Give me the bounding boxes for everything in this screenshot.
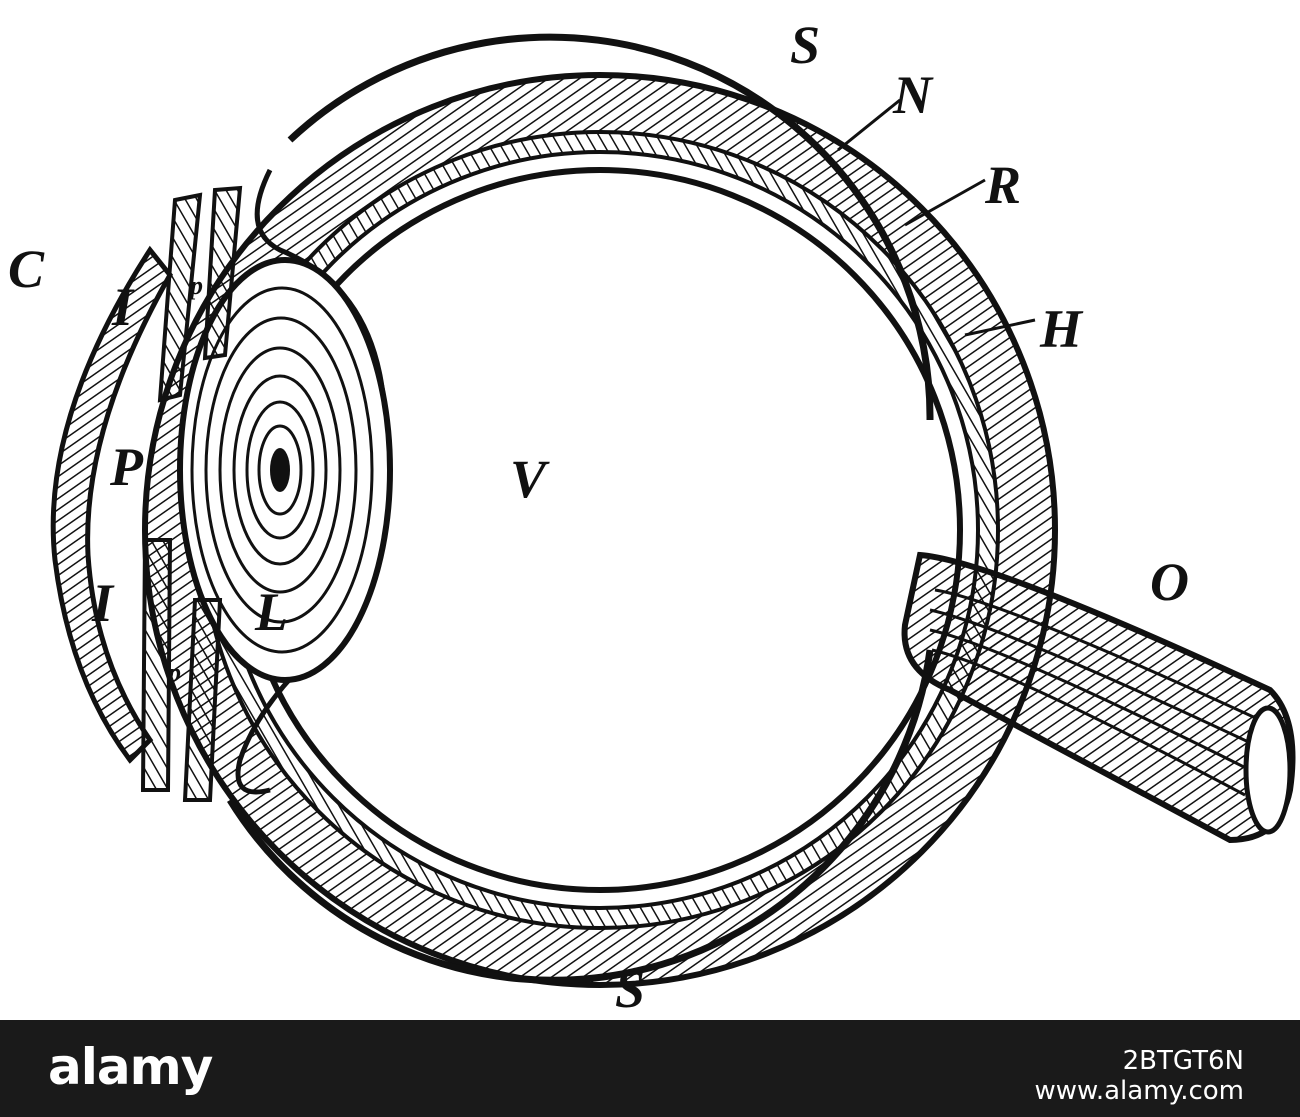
stock-footer-bar: alamy 2BTGT6N www.alamy.com (0, 1020, 1300, 1117)
label-V: V (510, 449, 547, 509)
label-H: H (1040, 299, 1083, 359)
brand-logo: alamy (48, 1038, 213, 1096)
retina (227, 33, 963, 984)
label-L: L (255, 582, 288, 642)
site-url: www.alamy.com (1034, 1076, 1244, 1106)
label-C: C (8, 239, 45, 299)
image-id: 2BTGT6N (1122, 1046, 1244, 1076)
label-O: O (1150, 552, 1189, 612)
cornea (50, 245, 174, 764)
label-p-top: p (190, 271, 203, 300)
label-I-bottom: I (92, 573, 114, 633)
stock-info: 2BTGT6N www.alamy.com (1034, 1046, 1244, 1106)
label-I-top: I (112, 277, 134, 337)
label-S-bottom: S (615, 959, 646, 1019)
label-P: P (110, 437, 143, 497)
label-S-top: S (790, 15, 821, 75)
leader-lines (837, 98, 1036, 337)
iris (140, 185, 243, 802)
eye-cross-section-diagram (50, 33, 1296, 988)
label-R: R (985, 155, 1022, 215)
optic-nerve (901, 551, 1296, 844)
label-p-bottom: p (168, 658, 181, 687)
label-N: N (893, 65, 932, 125)
crystalline-lens (177, 257, 393, 683)
